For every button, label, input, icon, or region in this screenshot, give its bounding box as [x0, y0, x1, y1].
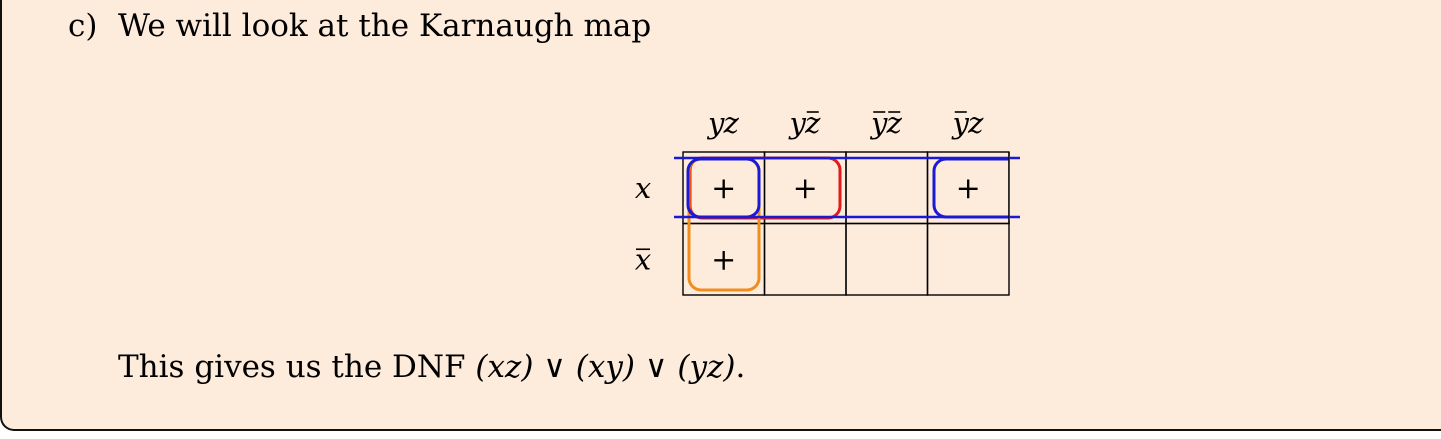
kmap-cell-border	[845, 222, 929, 296]
column-header-letter: y	[951, 106, 970, 140]
group-xz-open-mask	[1008, 156, 1023, 220]
column-header-letter: y	[869, 106, 888, 140]
kmap-cell-border	[763, 222, 847, 296]
dnf-formula: (xz) ∨ (xy) ∨ (yz)	[475, 349, 736, 385]
part-heading: c) We will look at the Karnaugh map	[68, 6, 651, 46]
column-header-letter: y	[788, 106, 807, 140]
row-header-letter: x	[635, 171, 651, 205]
conclusion-suffix: .	[735, 349, 746, 385]
kmap-cell-value: +	[711, 171, 736, 206]
kmap-cell-value: +	[956, 171, 981, 206]
kmap-cell-border	[845, 151, 929, 225]
kmap-cell-value: +	[793, 171, 818, 206]
row-header-0: x	[635, 171, 651, 205]
column-header-letter: z	[723, 106, 740, 140]
column-header-letter: z	[804, 106, 821, 140]
row-header-letter: x	[635, 242, 651, 276]
kmap-cell-value: +	[711, 242, 736, 277]
conclusion-prefix: This gives us the DNF	[118, 349, 466, 385]
dnf-conclusion: This gives us the DNF (xz) ∨ (xy) ∨ (yz)…	[118, 347, 745, 387]
column-header-letter: z	[886, 106, 903, 140]
row-header-1: x	[635, 242, 651, 276]
part-label: c)	[68, 8, 98, 44]
kmap-groups	[674, 152, 1023, 292]
column-header-letter: y	[706, 106, 725, 140]
kmap-cell-border	[926, 222, 1010, 296]
part-text: We will look at the Karnaugh map	[118, 8, 652, 44]
column-header-letter: z	[967, 106, 984, 140]
kmap-cells: + + + +	[711, 171, 981, 278]
